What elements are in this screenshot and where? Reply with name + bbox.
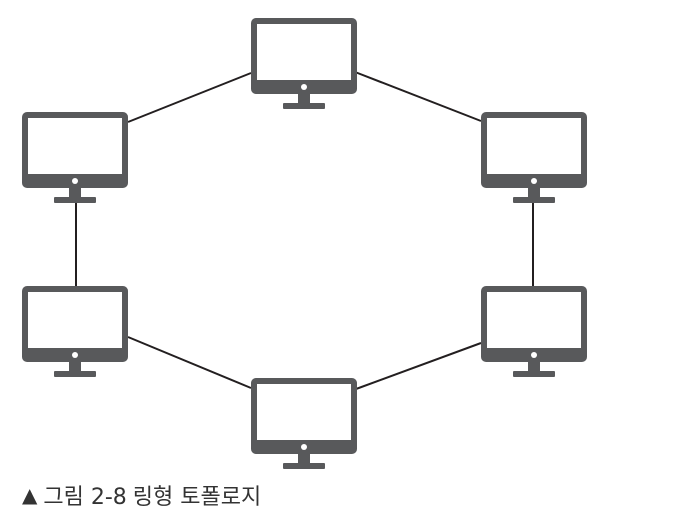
monitor-icon: [251, 378, 357, 469]
figure-number: 그림 2-8: [43, 485, 127, 510]
network-nodes: [22, 18, 587, 469]
figure-title: 링형 토폴로지: [132, 485, 262, 510]
network-links: [75, 71, 534, 390]
link-3: [355, 342, 482, 390]
ring-topology-diagram: [22, 18, 587, 469]
monitor-icon: [481, 286, 587, 377]
triangle-marker-icon: ▲: [22, 483, 38, 507]
figure-caption: ▲ 그림 2-8 링형 토폴로지: [22, 479, 261, 511]
monitor-icon: [22, 112, 128, 203]
monitor-icon: [251, 18, 357, 109]
monitor-icon: [22, 286, 128, 377]
monitor-icon: [481, 112, 587, 203]
link-6: [127, 72, 252, 123]
link-4: [127, 336, 252, 389]
link-1: [354, 71, 482, 122]
